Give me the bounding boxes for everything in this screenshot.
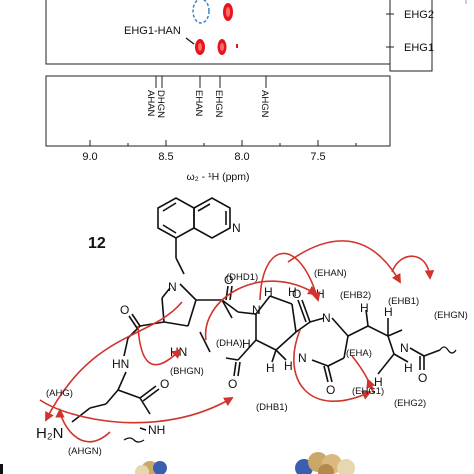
sphere bbox=[337, 459, 355, 474]
atom-h-d: H bbox=[284, 359, 293, 373]
noe-arrow-10 bbox=[351, 355, 376, 394]
panel-marker bbox=[0, 464, 3, 474]
noe-arrow-2 bbox=[204, 280, 318, 341]
strip-label-ehgn: EHGN bbox=[213, 90, 224, 118]
x-tick-label: 8.5 bbox=[158, 151, 173, 163]
noe-arrow-5 bbox=[391, 255, 435, 280]
atom-o-2: O bbox=[160, 377, 169, 391]
atom-n-amide-left: N bbox=[298, 351, 307, 365]
atom-h-f: H bbox=[360, 301, 369, 315]
x-axis-label: ω₂ - ¹H (ppm) bbox=[186, 171, 249, 183]
sphere bbox=[153, 461, 167, 474]
peak-ehg1-ehgn-core bbox=[220, 43, 224, 51]
atom-n-pyrrolidine: N bbox=[168, 280, 177, 294]
strip-label-ahan: AHAN bbox=[145, 90, 156, 117]
atom-o-1: O bbox=[120, 303, 129, 317]
strip-ticks bbox=[155, 76, 267, 88]
atom-h-c: H bbox=[266, 361, 275, 375]
middle-ring bbox=[199, 285, 297, 377]
right-label-ehg2: EHG2 bbox=[404, 9, 434, 21]
peak-minor bbox=[236, 44, 238, 48]
label-eha: (EHA) bbox=[346, 348, 372, 359]
atom-n-mid: N bbox=[252, 303, 261, 317]
peak-ehg2-core bbox=[225, 7, 231, 17]
label-ehgn: (EHGN) bbox=[434, 310, 468, 321]
sphere bbox=[318, 464, 334, 474]
noe-arrow-3 bbox=[259, 252, 321, 302]
label-bhgn: (BHGN) bbox=[170, 366, 204, 377]
isoquinoline-ring bbox=[157, 197, 231, 239]
noe-arrow-1 bbox=[45, 301, 183, 422]
spectrum-1d-frame bbox=[45, 75, 391, 147]
atom-o-ring: O bbox=[326, 383, 335, 397]
missing-peak-marker bbox=[192, 0, 210, 24]
x-tick-label: 9.0 bbox=[82, 151, 97, 163]
cross-peaks bbox=[195, 3, 238, 55]
spectrum-2d-frame bbox=[45, 0, 391, 65]
noe-arrow-7 bbox=[39, 397, 234, 424]
atom-hn-left: HN bbox=[112, 357, 129, 371]
atom-h-h: H bbox=[374, 375, 383, 389]
space-filling-models bbox=[0, 452, 355, 474]
atom-h-b: H bbox=[288, 285, 297, 299]
label-ahg: (AHG) bbox=[46, 388, 73, 399]
strip-label-dhgn: DHGN bbox=[155, 90, 166, 118]
atom-o-4: O bbox=[228, 377, 237, 391]
left-chain bbox=[71, 371, 160, 423]
noe-arrow-9 bbox=[293, 329, 372, 403]
label-ehb1: (EHB1) bbox=[388, 296, 419, 307]
label-ehg1: (EHG1) bbox=[352, 386, 384, 397]
x-tick-label: 7.5 bbox=[310, 151, 325, 163]
atom-o-3: O bbox=[224, 273, 233, 287]
label-dhb1: (DHB1) bbox=[256, 402, 288, 413]
noe-arrow-6 bbox=[137, 325, 182, 366]
x-tick-label: 8.0 bbox=[234, 151, 249, 163]
atom-nh-bottom: NH bbox=[148, 423, 165, 437]
label-ehan: (EHAN) bbox=[314, 268, 347, 279]
label-ahgn: (AHGN) bbox=[68, 446, 102, 457]
right-chain bbox=[295, 299, 441, 383]
atom-h-g: H bbox=[384, 305, 393, 319]
sphere bbox=[135, 465, 149, 474]
label-ehg2: (EHG2) bbox=[394, 398, 426, 409]
x-tick-labels: 9.0 8.5 8.0 7.5 bbox=[82, 151, 325, 163]
noe-arrows bbox=[39, 240, 435, 443]
right-label-ehg1: EHG1 bbox=[404, 42, 434, 54]
proton-labels: (DHD1) (EHAN) (EHB2) (EHB1) (EHGN) (DHA)… bbox=[46, 268, 468, 457]
label-pointer bbox=[185, 37, 195, 45]
atom-o-far-right: O bbox=[418, 371, 427, 385]
atom-h-a: H bbox=[264, 285, 273, 299]
nmr-spectrum: 9.0 8.5 8.0 7.5 ω₂ - ¹H (ppm) EHG1-HAN E… bbox=[45, 0, 467, 183]
compound-number: 12 bbox=[88, 235, 106, 252]
cross-peak-label: EHG1-HAN bbox=[124, 25, 181, 37]
atom-h-i: H bbox=[404, 361, 413, 375]
middle-h-bonds bbox=[271, 349, 287, 363]
strip-label-ehan: EHAN bbox=[193, 90, 204, 117]
label-ehb2: (EHB2) bbox=[340, 290, 371, 301]
atom-o-5: O bbox=[292, 287, 301, 301]
atom-n-ring: N bbox=[232, 221, 241, 235]
atom-n-far-right: N bbox=[400, 341, 409, 355]
pyrrolidine-ring bbox=[161, 283, 233, 327]
noe-arrow-8 bbox=[55, 408, 111, 443]
wavy-bond-right bbox=[439, 346, 457, 354]
noe-arrow-4 bbox=[287, 240, 401, 284]
molecule-structure: 12 N N O HN bbox=[0, 197, 468, 474]
spectrum-side-frame bbox=[389, 0, 433, 72]
peak-ehg1-core bbox=[198, 43, 202, 51]
label-dha: (DHA) bbox=[216, 338, 242, 349]
strip-label-ahgn: AHGN bbox=[259, 90, 270, 118]
atom-h-e: H bbox=[242, 337, 251, 351]
strip-labels: DHGN AHAN EHAN EHGN AHGN bbox=[145, 90, 270, 118]
label-dhd1: (DHD1) bbox=[226, 272, 258, 283]
wavy-bond-bottom bbox=[123, 437, 145, 443]
atom-n-right: N bbox=[322, 311, 331, 325]
x-axis-ticks bbox=[89, 140, 357, 146]
atom-h2n: H₂N bbox=[36, 425, 64, 442]
linker-bonds bbox=[175, 238, 185, 275]
